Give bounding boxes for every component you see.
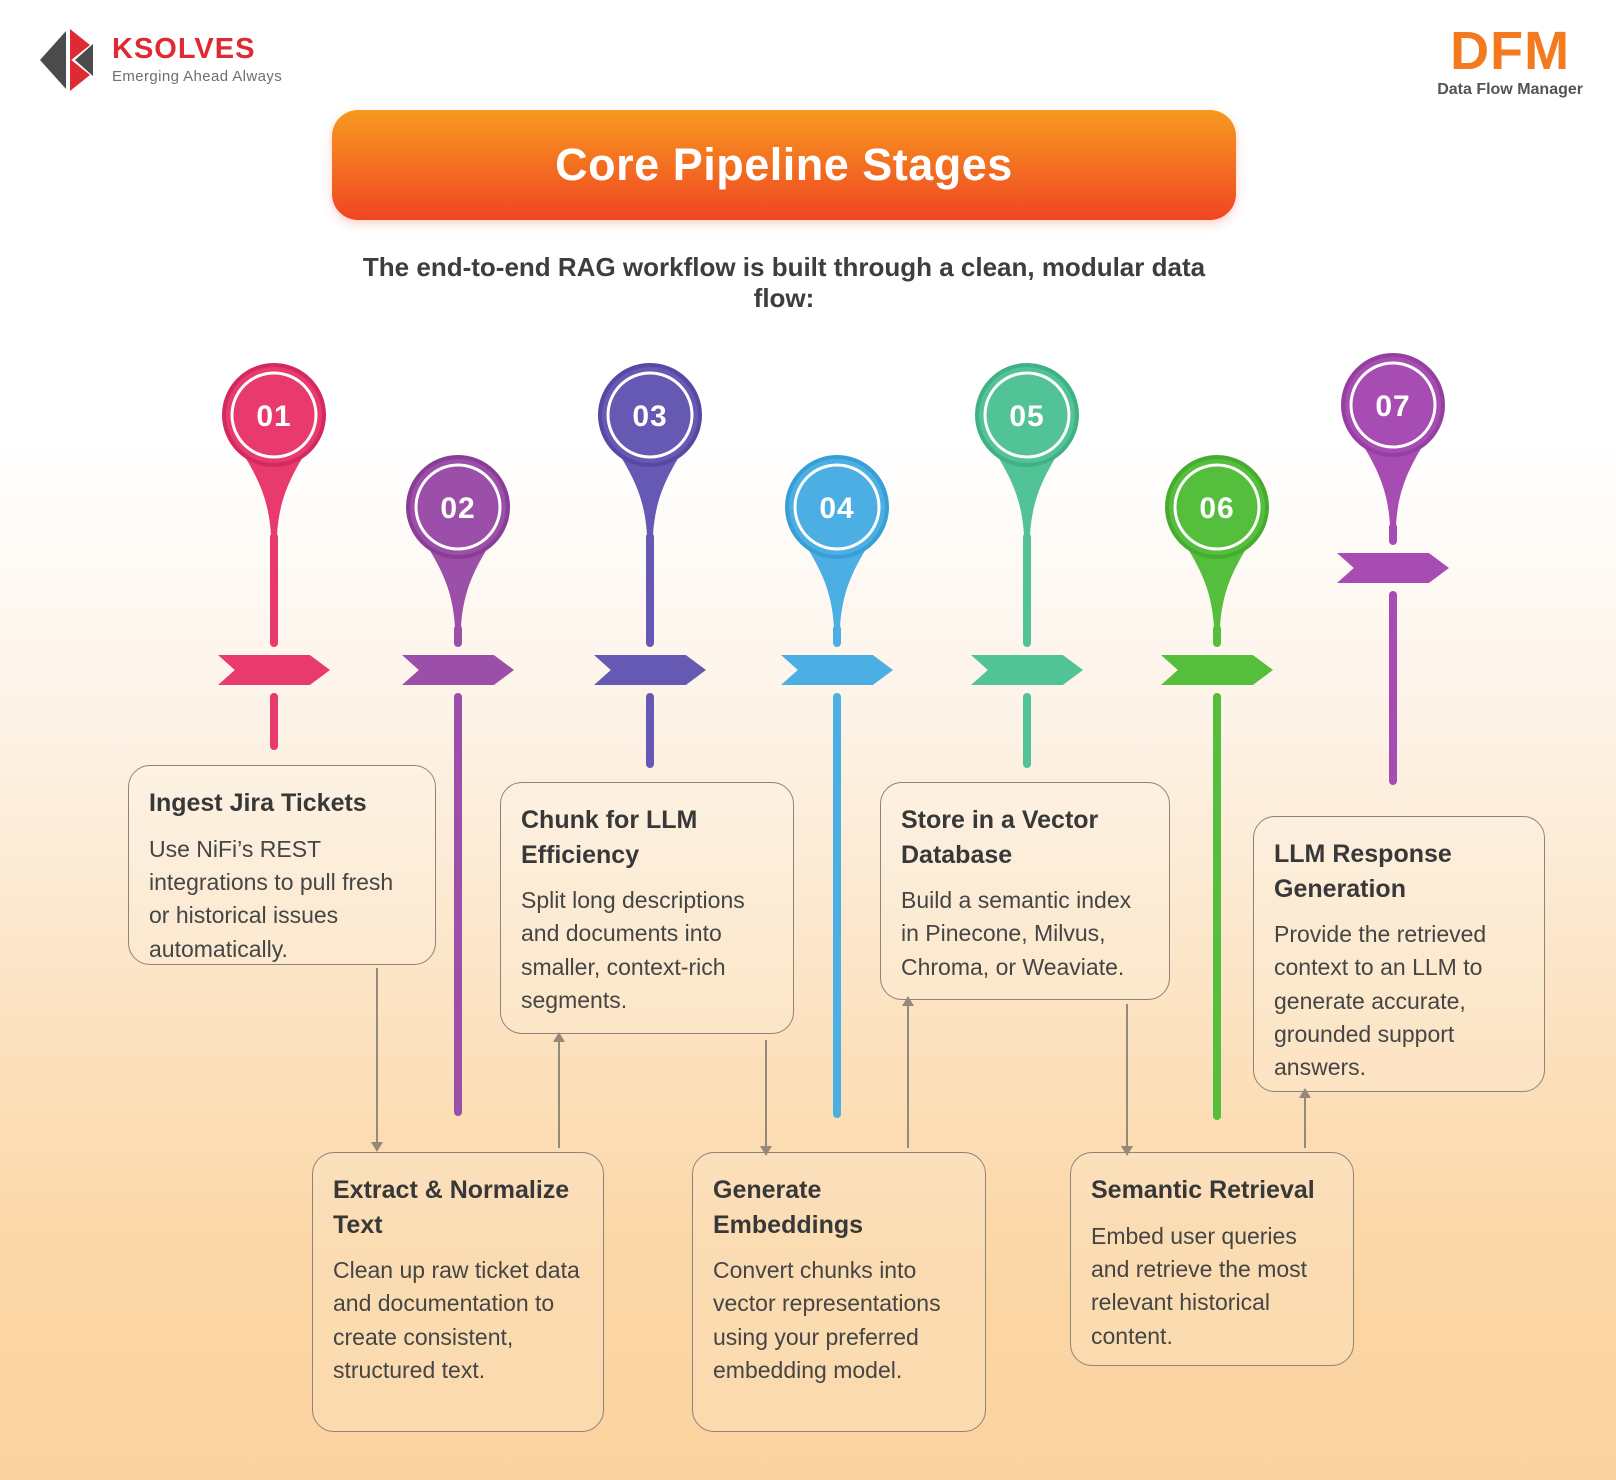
ksolves-logo: KSOLVES Emerging Ahead Always — [38, 28, 282, 92]
stage-06-stem-lower — [1213, 693, 1221, 1120]
title-banner: Core Pipeline Stages — [332, 110, 1236, 220]
dfm-logo: DFM Data Flow Manager — [1437, 24, 1583, 99]
stage-05-number: 05 — [1009, 400, 1044, 433]
stage-06-card-body: Embed user queries and retrieve the most… — [1091, 1222, 1308, 1349]
stage-05-stem-lower — [1023, 693, 1031, 768]
stage-05-pin: 05 — [975, 363, 1079, 535]
stage-06-stem-upper — [1213, 625, 1221, 647]
stage-06-number: 06 — [1199, 492, 1234, 525]
stage-02-number: 02 — [440, 492, 475, 525]
stage-01-stem-upper — [270, 533, 278, 647]
stage-04-stem-lower — [833, 693, 841, 1118]
connector-card1-to-card2 — [376, 968, 378, 1144]
stage-01-pin: 01 — [222, 363, 326, 535]
stage-06-card-title: Semantic Retrieval — [1091, 1176, 1315, 1204]
stage-03-pin: 03 — [598, 363, 702, 535]
stage-04-card: Generate Embeddings Convert chunks into … — [692, 1152, 986, 1432]
stage-06-arrow-ribbon — [1161, 655, 1273, 685]
stage-03-number: 03 — [632, 400, 667, 433]
connector-card4-to-card5 — [907, 1004, 909, 1148]
stage-02-card: Extract & Normalize Text Clean up raw ti… — [312, 1152, 604, 1432]
stage-04-card-title: Generate Embeddings — [713, 1176, 864, 1239]
connector-card2-to-card3 — [558, 1040, 560, 1148]
ksolves-logo-icon — [40, 29, 93, 91]
stage-07-stem-lower — [1389, 591, 1397, 785]
stage-04-arrow-ribbon — [781, 655, 893, 685]
stage-04-pin: 04 — [785, 455, 889, 627]
stage-05-stem-upper — [1023, 533, 1031, 647]
stage-01-number: 01 — [256, 400, 291, 433]
stage-06-pin: 06 — [1165, 455, 1269, 627]
stage-02-pin: 02 — [406, 455, 510, 627]
stage-01-card: Ingest Jira Tickets Use NiFi’s REST inte… — [128, 765, 436, 965]
page-subtitle: The end-to-end RAG workflow is built thr… — [362, 252, 1206, 313]
stage-02-stem-lower — [454, 693, 462, 1116]
stage-01-stem-lower — [270, 693, 278, 750]
stage-03-card-title: Chunk for LLM Efficiency — [521, 806, 698, 869]
ksolves-tagline: Emerging Ahead Always — [112, 68, 283, 85]
stage-02-arrow-ribbon — [402, 655, 514, 685]
stage-01-arrow-ribbon — [218, 655, 330, 685]
dfm-logo-text: DFM — [1450, 21, 1571, 81]
stage-05-card-title: Store in a Vector Database — [901, 806, 1099, 869]
dfm-tagline: Data Flow Manager — [1437, 81, 1583, 98]
connector-card3-to-card4 — [765, 1040, 767, 1148]
stage-07-pin: 07 — [1341, 353, 1445, 525]
stage-02-card-body: Clean up raw ticket data and documentati… — [333, 1257, 580, 1384]
page-title: Core Pipeline Stages — [555, 139, 1013, 190]
stage-05-card-body: Build a semantic index in Pinecone, Milv… — [901, 887, 1132, 980]
stage-07-card-title: LLM Response Generation — [1274, 840, 1452, 903]
stage-04-number: 04 — [819, 492, 854, 525]
connector-card6-to-card7 — [1304, 1096, 1306, 1148]
stage-07-stem-upper — [1389, 523, 1397, 545]
stage-03-stem-lower — [646, 693, 654, 768]
stage-05-card: Store in a Vector Database Build a seman… — [880, 782, 1170, 1000]
stage-04-stem-upper — [833, 625, 841, 647]
stage-03-stem-upper — [646, 533, 654, 647]
stage-02-stem-upper — [454, 625, 462, 647]
stage-07-card-body: Provide the retrieved context to an LLM … — [1274, 921, 1487, 1081]
stage-07-card: LLM Response Generation Provide the retr… — [1253, 816, 1545, 1092]
stage-07-number: 07 — [1375, 390, 1410, 423]
stage-01-card-title: Ingest Jira Tickets — [149, 789, 367, 817]
stage-06-card: Semantic Retrieval Embed user queries an… — [1070, 1152, 1354, 1366]
stage-05-arrow-ribbon — [971, 655, 1083, 685]
stage-03-card-body: Split long descriptions and documents in… — [521, 887, 745, 1014]
stage-04-card-body: Convert chunks into vector representatio… — [713, 1257, 941, 1384]
ksolves-logo-text: KSOLVES — [112, 33, 256, 65]
stage-01-card-body: Use NiFi’s REST integrations to pull fre… — [149, 835, 394, 962]
stage-03-card: Chunk for LLM Efficiency Split long desc… — [500, 782, 794, 1034]
connector-card5-to-card6 — [1126, 1004, 1128, 1148]
stage-03-arrow-ribbon — [594, 655, 706, 685]
stage-02-card-title: Extract & Normalize Text — [333, 1176, 570, 1239]
stage-07-arrow-ribbon — [1337, 553, 1449, 583]
